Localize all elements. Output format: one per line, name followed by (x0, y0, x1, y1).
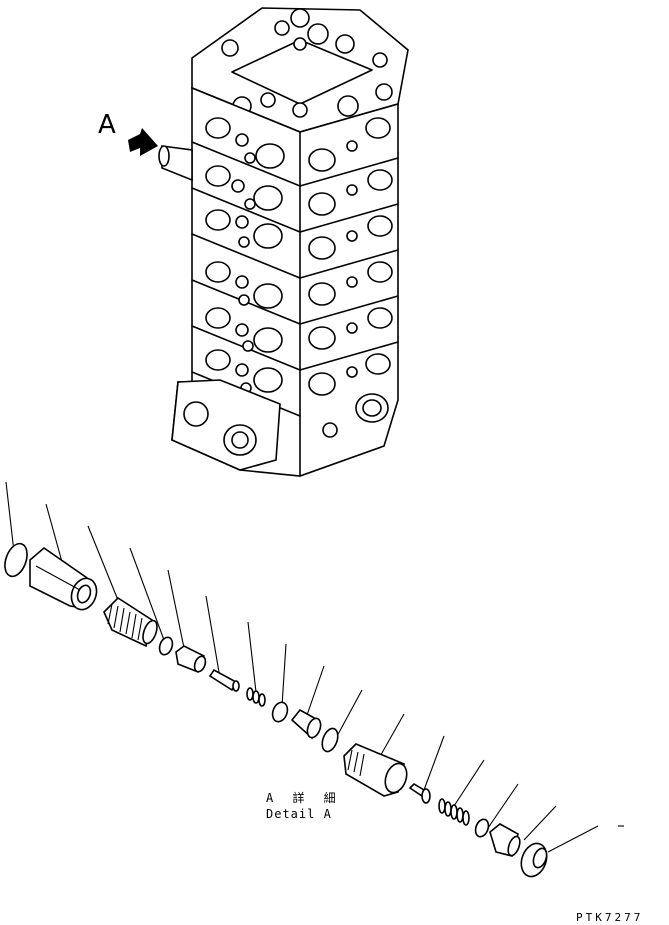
o-ring-1 (4, 542, 28, 578)
o-ring-3 (474, 818, 490, 838)
view-a-label: A (98, 110, 116, 140)
threaded-plug (103, 596, 158, 648)
detail-label-japanese: A 詳 細 (266, 791, 342, 805)
valve-cartridge (343, 743, 408, 797)
spring-2 (438, 798, 470, 826)
poppet (408, 782, 431, 804)
detail-label-english: Detail A (266, 807, 332, 821)
end-plug (489, 823, 521, 857)
o-ring-2 (321, 727, 339, 753)
collar (175, 645, 207, 674)
washer (158, 636, 174, 656)
drawing-code: PTK7277 (576, 911, 644, 924)
pin (208, 668, 240, 692)
backup-ring (271, 701, 289, 723)
spring-1 (246, 687, 266, 707)
bushing (290, 708, 322, 740)
sleeve (29, 546, 98, 611)
part-leader-lines (5, 481, 624, 853)
lock-nut (520, 842, 548, 878)
